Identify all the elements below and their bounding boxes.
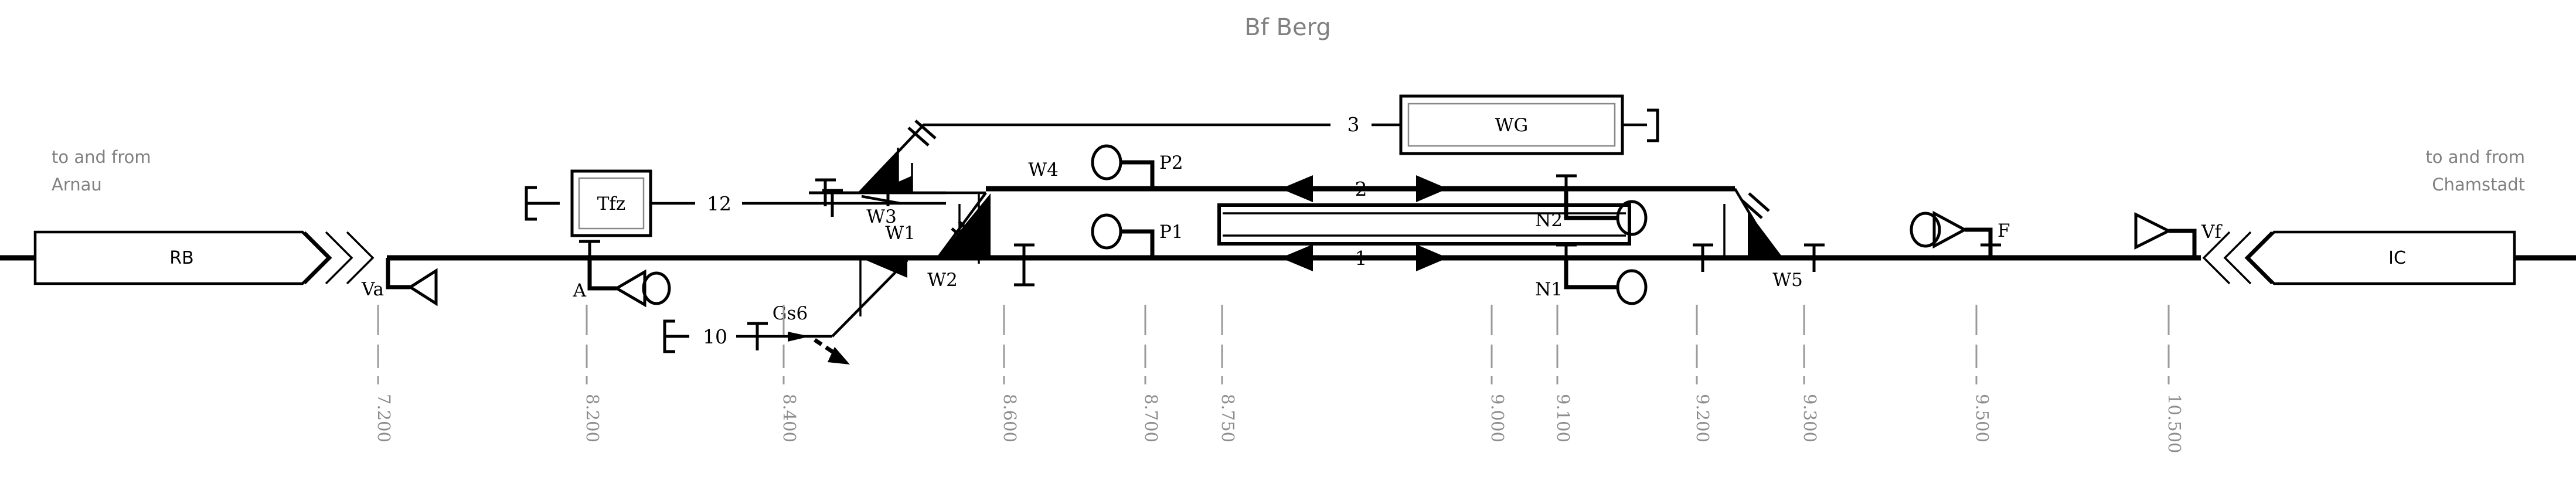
switch-label-w1: W1 [885,223,916,244]
km-label: 9.500 [1972,394,1992,442]
direction-left-line1: to and from [52,147,151,167]
train-label-ic: IC [2388,248,2406,268]
kilometre-marker-group: 7.200 8.200 8.400 8.600 8.700 8.750 9.000 9.100… [374,305,2184,453]
km-label: 8.750 [1218,394,1238,442]
track-marks [1014,243,1035,287]
km-marker: 7.200 [374,305,394,442]
track-label-3: 3 [1347,113,1360,136]
km-label: 7.200 [374,394,394,442]
km-label: 9.000 [1488,394,1508,442]
signal-label-n2: N2 [1535,210,1563,231]
page-title: Bf Berg [1244,14,1330,41]
signal-label-p2: P2 [1159,152,1183,173]
switch-label-w2: W2 [927,270,958,291]
derailer-gs6[interactable]: Gs6 [773,303,850,364]
km-marker: 8.200 [583,305,603,442]
signal-label-n1: N1 [1535,279,1563,300]
building-tfz-inner [578,177,645,230]
train-ic: IC [2202,230,2516,285]
km-label: 8.700 [1141,394,1161,442]
km-label: 8.200 [583,394,603,442]
track-2-direction-arrows: 2 [1281,175,1448,202]
switch-label-w4: W4 [1028,159,1059,180]
signal-label-va: Va [361,279,384,300]
building-wg-inner [1407,103,1616,147]
signal-label-f: F [1997,220,2010,241]
signal-p2[interactable]: P2 [1091,144,1183,190]
track-label-12: 12 [707,192,731,215]
derailer-label-gs6: Gs6 [773,303,808,324]
track-label-10: 10 [703,325,727,348]
km-marker: 8.750 [1218,305,1238,442]
km-marker: 8.600 [1000,305,1020,442]
signal-label-a: A [573,280,587,301]
switch-w2[interactable]: W2 [927,192,991,291]
km-marker: 9.000 [1488,305,1508,442]
signal-vf[interactable]: Vf [2134,212,2223,258]
direction-right-line1: to and from [2425,147,2525,167]
signal-label-vf: Vf [2201,222,2223,243]
platform-outline [1217,203,1631,246]
signal-label-p1: P1 [1159,222,1183,243]
signal-va[interactable]: Va [361,258,438,306]
track-3-to-goods-shed: 3 WG [809,94,1659,195]
km-marker: 9.300 [1800,305,1820,442]
km-label: 8.600 [1000,394,1020,442]
track-10-siding: 10 [663,319,832,353]
km-marker: 8.400 [780,305,799,442]
km-marker: 9.200 [1693,305,1713,442]
switch-w5[interactable]: W5 [1693,186,1825,291]
signal-f[interactable]: F [1910,210,2010,258]
train-label-rb: RB [169,248,193,268]
train-rb: RB [33,230,375,285]
track-label-2: 2 [1355,178,1367,200]
km-marker: 10.500 [2165,305,2184,453]
platform [1217,203,1631,246]
km-label: 8.400 [780,394,799,442]
direction-left-line2: Arnau [52,175,102,195]
switch-w1[interactable]: W1 [831,223,916,338]
track-2-mainline: W4 [986,159,1735,192]
building-label-wg: WG [1495,115,1529,136]
switch-label-w3: W3 [866,206,897,227]
building-label-tfz: Tfz [597,193,625,214]
km-label: 9.100 [1553,394,1573,442]
km-label: 9.300 [1800,394,1820,442]
signal-n1[interactable]: N1 [1535,243,1648,305]
km-marker: 9.100 [1553,305,1573,442]
signal-n2[interactable]: N2 [1535,174,1648,236]
switch-label-w5: W5 [1772,270,1803,291]
track-label-1: 1 [1355,247,1367,270]
track-12: Tfz 12 [525,169,900,237]
km-label: 10.500 [2165,394,2184,453]
track-1-direction-arrows: 1 [1281,244,1448,271]
km-label: 9.200 [1693,394,1713,442]
direction-right-line2: Chamstadt [2432,175,2525,195]
signal-p1[interactable]: P1 [1091,213,1183,260]
signal-a[interactable]: A [573,240,671,308]
km-marker: 9.500 [1972,305,1992,442]
km-marker: 8.700 [1141,305,1161,442]
